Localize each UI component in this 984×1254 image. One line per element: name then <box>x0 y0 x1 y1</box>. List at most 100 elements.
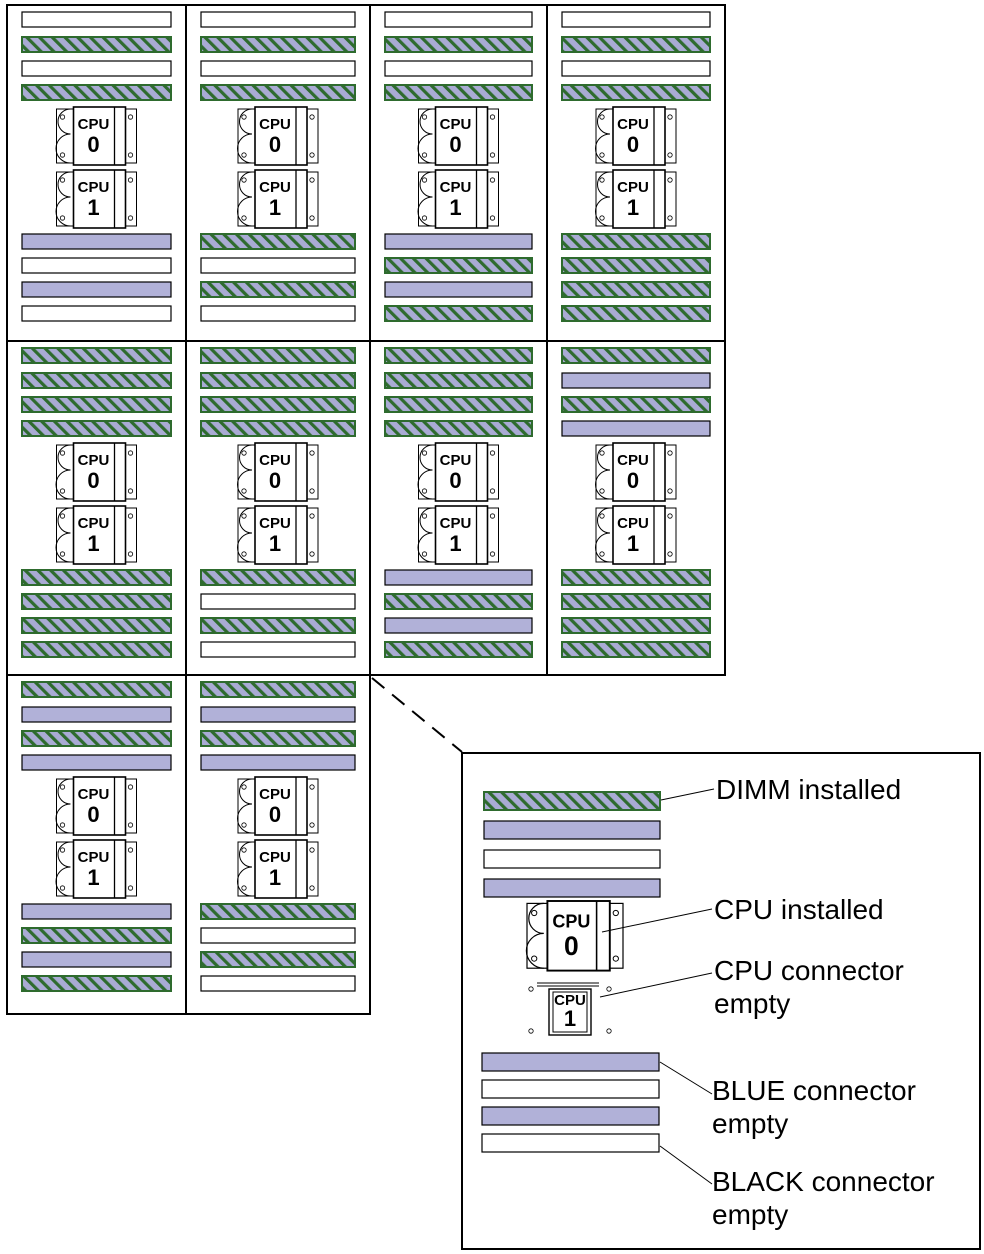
blue-connector-empty-slot <box>384 569 533 586</box>
blue-connector-empty-slot <box>21 903 172 920</box>
dimm-installed-slot <box>200 730 356 747</box>
cpu-label: CPU <box>78 452 110 469</box>
cpu-number: 0 <box>449 468 461 493</box>
cpu-number: 1 <box>87 865 99 890</box>
black-connector-empty-slot <box>21 257 172 274</box>
blue-connector-empty-slot <box>200 754 356 771</box>
cpu-number: 1 <box>627 531 639 556</box>
black-connector-empty-slot <box>200 593 356 610</box>
cpu-number: 0 <box>627 132 639 157</box>
dimm-installed-slot <box>200 233 356 250</box>
label-cpu-connector-empty: empty <box>714 988 790 1019</box>
cpu-number: 1 <box>269 865 281 890</box>
label-blue-connector-empty: empty <box>712 1108 788 1139</box>
dimm-installed-slot <box>200 84 356 101</box>
cpu-number: 1 <box>564 1006 576 1031</box>
dimm-installed-slot <box>561 593 711 610</box>
black-connector-empty-slot <box>481 1133 660 1153</box>
dimm-installed-slot <box>384 84 533 101</box>
black-connector-empty-slot <box>200 60 356 77</box>
cpu-number: 1 <box>627 195 639 220</box>
cpu-label: CPU <box>259 116 291 133</box>
dimm-installed-slot <box>561 281 711 298</box>
dimm-installed-slot <box>384 305 533 322</box>
dimm-installed-slot <box>21 641 172 658</box>
cpu-number: 1 <box>269 531 281 556</box>
dimm-installed-slot <box>21 569 172 586</box>
dimm-installed-slot <box>21 84 172 101</box>
cpu-label: CPU <box>259 849 291 866</box>
black-connector-empty-slot <box>384 11 533 28</box>
dimm-installed-slot <box>561 347 711 364</box>
dimm-installed-slot <box>384 36 533 53</box>
label-blue-connector: BLUE connector <box>712 1075 916 1106</box>
cpu-label: CPU <box>259 515 291 532</box>
dimm-installed-slot <box>21 681 172 698</box>
cpu-label: CPU <box>440 452 472 469</box>
dimm-installed-slot <box>561 396 711 413</box>
dimm-installed-slot <box>384 372 533 389</box>
cpu-label: CPU <box>617 452 649 469</box>
cpu-label: CPU <box>78 849 110 866</box>
blue-connector-empty-slot <box>561 372 711 389</box>
dimm-installed-slot <box>561 569 711 586</box>
black-connector-empty-slot <box>561 11 711 28</box>
cpu-label: CPU <box>617 116 649 133</box>
dimm-installed-slot <box>21 730 172 747</box>
cpu-label: CPU <box>440 515 472 532</box>
cpu-number: 0 <box>87 132 99 157</box>
black-connector-empty-slot <box>21 11 172 28</box>
cpu-number: 1 <box>449 531 461 556</box>
black-connector-empty-slot <box>200 975 356 992</box>
dimm-installed-slot <box>384 257 533 274</box>
blue-connector-empty-slot <box>384 233 533 250</box>
blue-connector-empty-slot <box>200 706 356 723</box>
dimm-installed-slot <box>384 593 533 610</box>
dimm-installed-slot <box>561 617 711 634</box>
leader-blue-empty <box>659 1061 713 1095</box>
blue-connector-empty-slot <box>384 617 533 634</box>
black-connector-empty-slot <box>561 60 711 77</box>
cpu-number: 1 <box>449 195 461 220</box>
dimm-installed-slot <box>483 791 661 811</box>
blue-connector-empty-slot <box>561 420 711 437</box>
dimm-installed-slot <box>561 233 711 250</box>
leader-cpu-empty <box>599 972 713 998</box>
dimm-installed-slot <box>200 681 356 698</box>
cpu-label: CPU <box>440 116 472 133</box>
dimm-installed-slot <box>200 396 356 413</box>
dimm-installed-slot <box>200 903 356 920</box>
label-black-connector: BLACK connector <box>712 1166 935 1197</box>
dimm-installed-slot <box>21 975 172 992</box>
dimm-installed-slot <box>561 84 711 101</box>
black-connector-empty-slot <box>384 60 533 77</box>
dimm-installed-slot <box>561 305 711 322</box>
dimm-installed-slot <box>21 396 172 413</box>
cpu-label: CPU <box>259 179 291 196</box>
black-connector-empty-slot <box>200 11 356 28</box>
label-cpu-connector: CPU connector <box>714 955 904 986</box>
dimm-installed-slot <box>21 927 172 944</box>
cpu-number: 0 <box>87 468 99 493</box>
cpu-number: 0 <box>87 802 99 827</box>
cpu-number: 0 <box>449 132 461 157</box>
cpu-number: 0 <box>627 468 639 493</box>
